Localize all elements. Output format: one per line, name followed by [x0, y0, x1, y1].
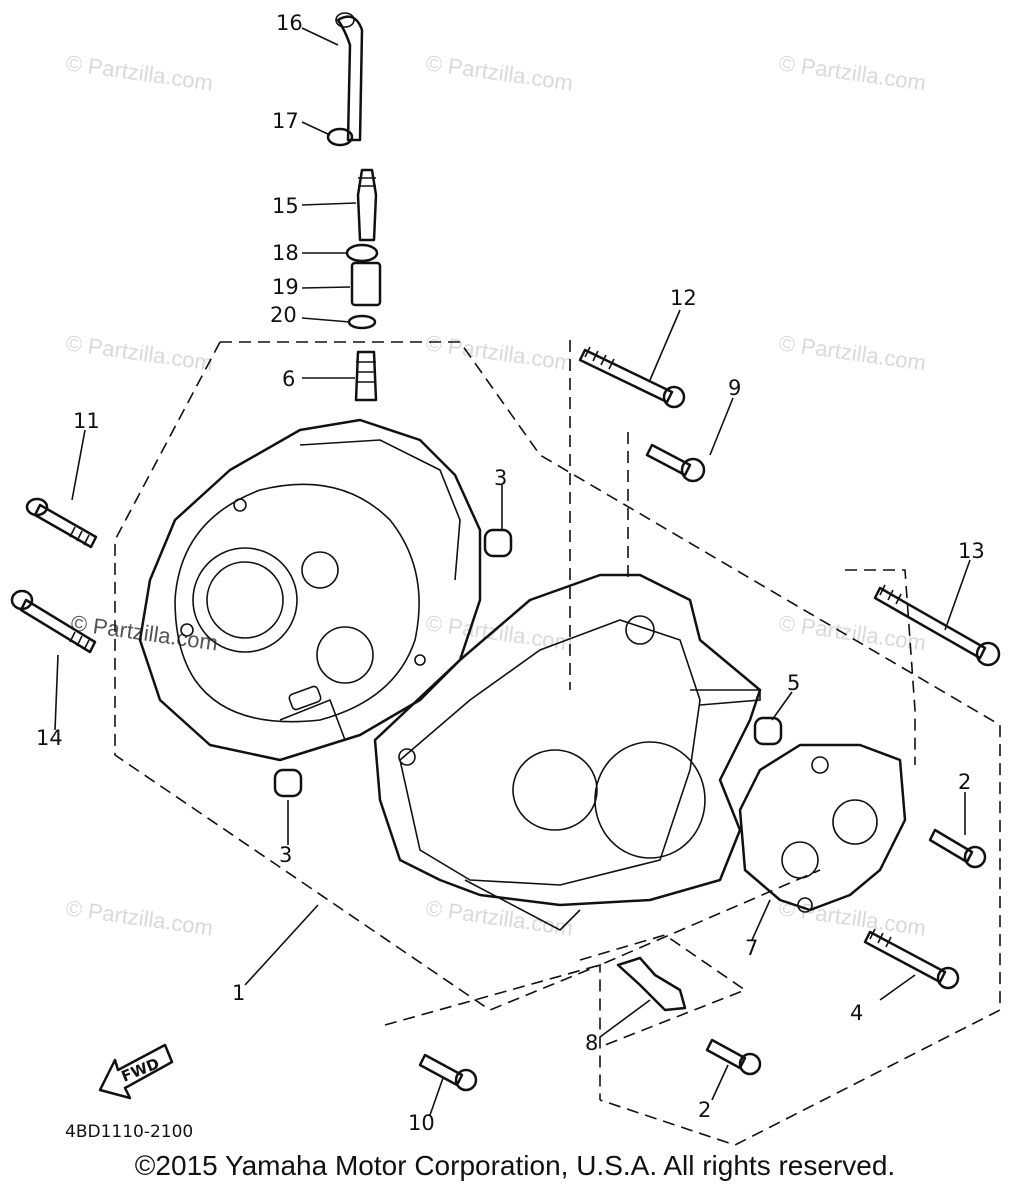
hose-clip — [326, 127, 354, 147]
callout-9: 9 — [728, 376, 741, 400]
callout-19: 19 — [272, 275, 299, 299]
bolt-9 — [645, 443, 706, 483]
leader-lines — [54, 27, 971, 1116]
callout-11: 11 — [73, 409, 100, 433]
breather-fitting-15 — [356, 168, 378, 242]
watermark: © Partzilla.com — [777, 895, 927, 940]
crankcase-cover — [738, 743, 907, 913]
callout-labels: 16 17 15 18 19 20 6 11 14 3 3 12 9 13 5 … — [36, 11, 985, 1135]
callout-5: 5 — [787, 671, 800, 695]
fwd-arrow-icon: FWD — [98, 1043, 174, 1100]
callout-13: 13 — [958, 539, 985, 563]
bolt-2-lower — [705, 1038, 762, 1076]
watermark: © Partzilla.com — [64, 50, 214, 95]
watermark: © Partzilla.com — [424, 330, 574, 375]
left-crankcase — [138, 418, 482, 762]
callout-3-lower: 3 — [279, 843, 292, 867]
callout-17: 17 — [272, 109, 299, 133]
drawing-code: 4BD1110-2100 — [65, 1122, 193, 1142]
callout-3-upper: 3 — [494, 466, 507, 490]
callout-7: 7 — [745, 936, 758, 960]
breather-hose — [336, 15, 364, 142]
watermark: © Partzilla.com — [424, 50, 574, 95]
callout-10: 10 — [408, 1111, 435, 1135]
watermark: © Partzilla.com — [777, 50, 927, 95]
right-crankcase — [373, 573, 762, 931]
watermark-layer: © Partzilla.com © Partzilla.com © Partzi… — [64, 50, 927, 940]
copyright-notice: ©2015 Yamaha Motor Corporation, U.S.A. A… — [134, 1150, 896, 1181]
dowel-pin-5 — [753, 716, 783, 746]
callout-2-lower: 2 — [698, 1098, 711, 1122]
bolt-14 — [10, 589, 97, 654]
watermark: © Partzilla.com — [424, 610, 574, 655]
bolt-11 — [25, 497, 98, 549]
bolt-10 — [418, 1053, 478, 1092]
sleeve-19 — [350, 261, 382, 307]
watermark: © Partzilla.com — [64, 895, 214, 940]
assembly-outline — [114, 340, 1001, 1146]
watermark: © Partzilla.com — [424, 895, 574, 940]
clip-20 — [347, 314, 377, 330]
dowel-pin-upper — [483, 528, 513, 558]
callout-4: 4 — [850, 1001, 863, 1025]
watermark: © Partzilla.com — [777, 330, 927, 375]
breather-fitting-6 — [354, 350, 378, 402]
callout-12: 12 — [670, 286, 697, 310]
callout-14: 14 — [36, 726, 63, 750]
guide-plate-8 — [616, 956, 687, 1012]
callout-18: 18 — [272, 241, 299, 265]
bolt-2-right — [928, 828, 987, 869]
callout-1: 1 — [232, 981, 245, 1005]
hose-clamp-18 — [345, 243, 379, 263]
callout-16: 16 — [276, 11, 303, 35]
bolt-13 — [873, 584, 1001, 667]
callout-20: 20 — [270, 303, 297, 327]
bolt-4 — [863, 928, 960, 990]
watermark: © Partzilla.com — [777, 610, 927, 655]
callout-8: 8 — [585, 1031, 598, 1055]
callout-6: 6 — [282, 367, 295, 391]
dowel-pin-lower — [273, 768, 303, 798]
bolt-12 — [578, 346, 686, 409]
watermark: © Partzilla.com — [64, 330, 214, 375]
callout-2-right: 2 — [958, 770, 971, 794]
callout-15: 15 — [272, 194, 299, 218]
